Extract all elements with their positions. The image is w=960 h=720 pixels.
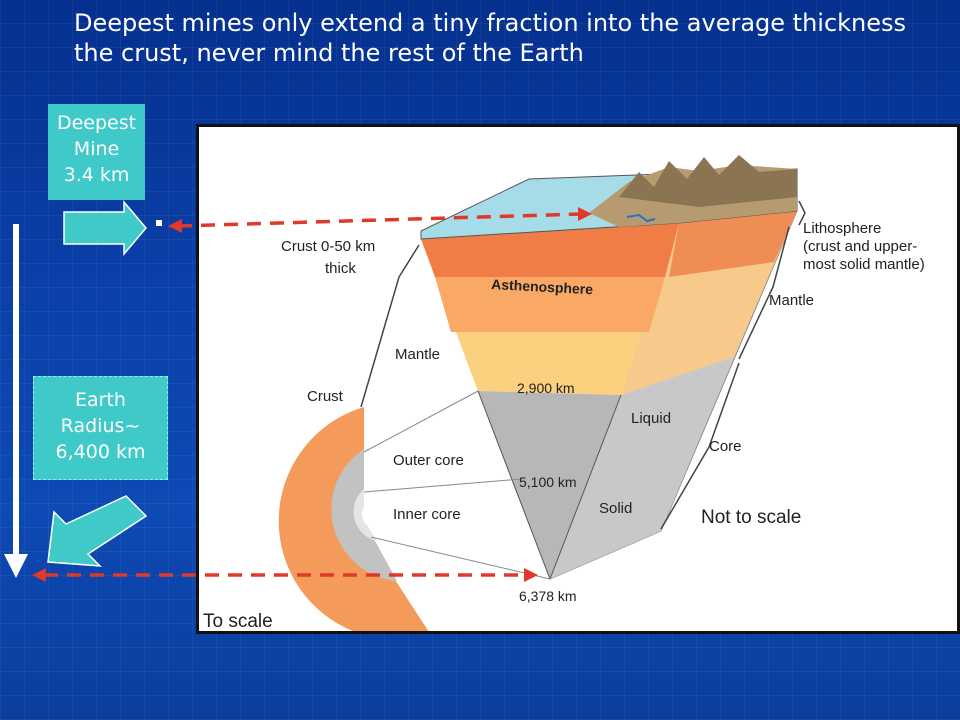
radius-arrow-head-left (32, 568, 46, 582)
mine-arrow-head-left (168, 219, 182, 233)
wedge-edge-right (549, 394, 622, 580)
small-earth-inner-core (353, 489, 377, 541)
label-solid: Solid (599, 500, 632, 517)
label-core: Core (709, 438, 742, 455)
crust-bracket (360, 244, 420, 408)
label-depth-6378: 6,378 km (519, 588, 577, 604)
wedge-front-upper-mantle (435, 277, 665, 332)
label-to-scale: To scale (203, 611, 273, 631)
radius-label-line2: Radius~ (60, 415, 141, 437)
mine-label-line1: Deepest (56, 112, 137, 134)
radius-vertical-arrowhead (4, 554, 28, 578)
label-depth-2900: 2,900 km (517, 380, 575, 396)
connector-inner (363, 478, 522, 493)
mantle-bracket (738, 226, 790, 360)
small-earth-outer-core (331, 449, 397, 581)
label-lithosphere-2: (crust and upper- (803, 238, 917, 255)
radius-label-line1: Earth (75, 389, 126, 411)
core-bracket (660, 362, 740, 530)
label-lithosphere-3: most solid mantle) (803, 256, 925, 273)
connector-outer (363, 390, 479, 453)
radius-arrow-head-right (524, 568, 538, 582)
label-depth-5100: 5,100 km (519, 474, 577, 490)
label-liquid: Liquid (631, 410, 671, 427)
earth-diagram: Crust 0-50 km thick Asthenosphere Lithos… (203, 155, 925, 631)
earth-cross-section-panel: Crust 0-50 km thick Asthenosphere Lithos… (196, 124, 960, 634)
radius-label-line3: 6,400 km (55, 441, 146, 463)
wedge-edge-left (477, 390, 551, 580)
radius-block-arrow (47, 495, 148, 567)
label-crust-thickness: Crust 0-50 km (281, 238, 375, 255)
wedge-right-asthen (669, 211, 797, 277)
label-mantle-left: Mantle (395, 346, 440, 363)
mine-depth-dashed-arrow (177, 212, 583, 228)
label-asthenosphere: Asthenosphere (491, 276, 594, 297)
mine-label-line2: Mine (73, 138, 120, 160)
wedge-right-core (550, 357, 734, 579)
mine-block-arrow (63, 199, 147, 257)
river (626, 213, 656, 223)
lithosphere-bracket (798, 200, 806, 226)
slide-title: Deepest mines only extend a tiny fractio… (74, 9, 907, 67)
label-mantle-right: Mantle (769, 292, 814, 309)
label-inner-core: Inner core (393, 506, 461, 523)
mine-depth-dot (156, 220, 162, 226)
label-crust-small: Crust (307, 388, 344, 405)
label-thick: thick (325, 260, 356, 277)
deepest-mine-label: Deepest Mine 3.4 km (48, 104, 145, 200)
mine-arrow-head-right (578, 207, 592, 221)
label-not-to-scale: Not to scale (701, 507, 801, 528)
mountain-peaks (619, 155, 797, 207)
wedge-front-core (478, 391, 621, 579)
label-outer-core: Outer core (393, 452, 464, 469)
wedge-front-asthenosphere (421, 223, 679, 277)
mine-label-line3: 3.4 km (63, 164, 130, 186)
label-lithosphere-1: Lithosphere (803, 220, 881, 237)
earth-radius-label: Earth Radius~ 6,400 km (33, 376, 168, 480)
connector-center (370, 536, 551, 580)
